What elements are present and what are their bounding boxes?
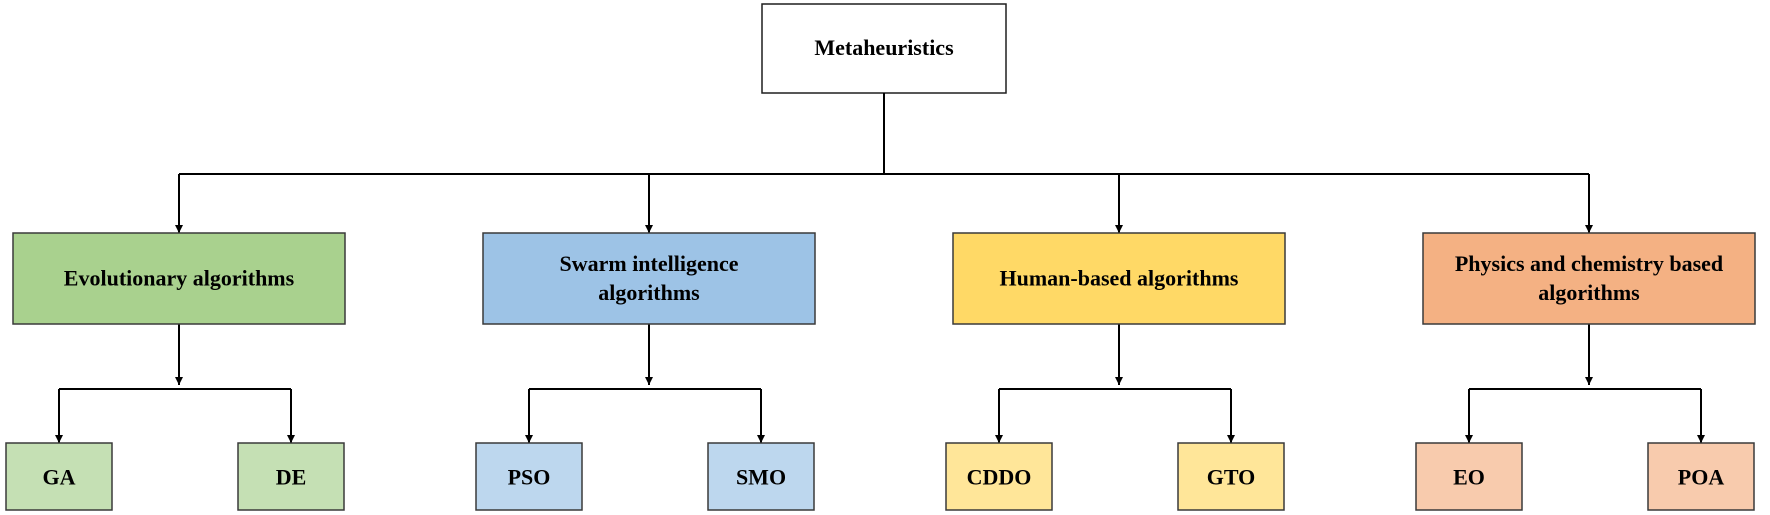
algorithm-box bbox=[1647, 442, 1755, 511]
algorithm-box bbox=[945, 442, 1053, 511]
connectors bbox=[55, 93, 1705, 443]
algorithm-node: GA bbox=[5, 442, 113, 511]
root-node-label: Metaheuristics bbox=[814, 35, 954, 60]
algorithm-label: GA bbox=[43, 465, 76, 490]
algorithm-label: PSO bbox=[508, 465, 551, 490]
category-label: algorithms bbox=[1538, 280, 1640, 305]
category-box bbox=[482, 232, 816, 325]
algorithm-node: EO bbox=[1415, 442, 1523, 511]
algorithm-node: PSO bbox=[475, 442, 583, 511]
algorithm-nodes: GA DE PSO SMO CDDO GTO EO POA bbox=[5, 442, 1755, 511]
algorithm-label: GTO bbox=[1207, 465, 1256, 490]
root-node: Metaheuristics bbox=[761, 3, 1007, 94]
algorithm-box bbox=[475, 442, 583, 511]
root-node-box bbox=[761, 3, 1007, 94]
algorithm-box bbox=[237, 442, 345, 511]
category-label: Swarm intelligence bbox=[559, 251, 738, 276]
category-box bbox=[1422, 232, 1756, 325]
category-nodes: Evolutionary algorithms Swarm intelligenc… bbox=[12, 232, 1756, 325]
algorithm-label: CDDO bbox=[967, 465, 1032, 490]
algorithm-box bbox=[1415, 442, 1523, 511]
algorithm-node: SMO bbox=[707, 442, 815, 511]
algorithm-node: CDDO bbox=[945, 442, 1053, 511]
algorithm-node: GTO bbox=[1177, 442, 1285, 511]
category-label: algorithms bbox=[598, 280, 700, 305]
category-label: Evolutionary algorithms bbox=[64, 266, 295, 291]
algorithm-box bbox=[1177, 442, 1285, 511]
category-label: Human-based algorithms bbox=[1000, 266, 1239, 291]
algorithm-label: POA bbox=[1678, 465, 1725, 490]
algorithm-label: EO bbox=[1453, 465, 1485, 490]
algorithm-box bbox=[707, 442, 815, 511]
algorithm-node: DE bbox=[237, 442, 345, 511]
algorithm-label: DE bbox=[276, 465, 307, 490]
category-node: Evolutionary algorithms bbox=[12, 232, 346, 325]
category-label: Physics and chemistry based bbox=[1455, 251, 1723, 276]
category-box bbox=[12, 232, 346, 325]
algorithm-node: POA bbox=[1647, 442, 1755, 511]
algorithm-box bbox=[5, 442, 113, 511]
category-box bbox=[952, 232, 1286, 325]
category-node: Swarm intelligence algorithms bbox=[482, 232, 816, 325]
category-node: Human-based algorithms bbox=[952, 232, 1286, 325]
algorithm-label: SMO bbox=[736, 465, 786, 490]
category-node: Physics and chemistry based algorithms bbox=[1422, 232, 1756, 325]
